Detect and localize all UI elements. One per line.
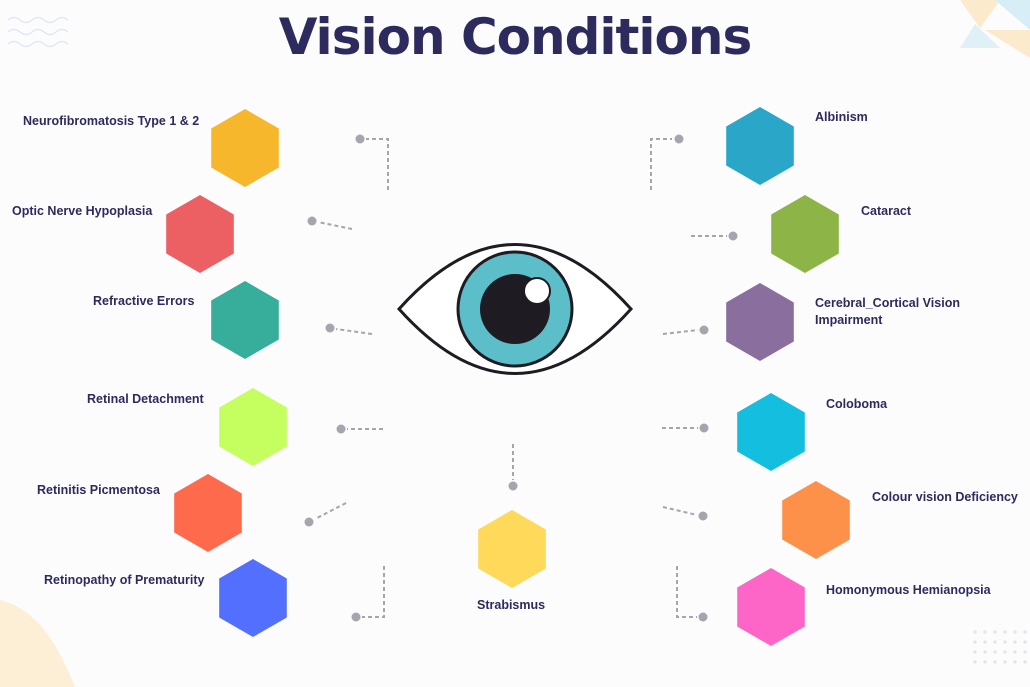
decor-dot [983, 630, 987, 634]
decor-dot [993, 640, 997, 644]
decor-dot [1023, 630, 1027, 634]
decor-dot [983, 650, 987, 654]
hex-retinitis-picmentosa [174, 474, 242, 552]
label-colour-vision-deficiency: Colour vision Deficiency [872, 490, 1018, 504]
decor-dot [1023, 660, 1027, 664]
eye-highlight [523, 277, 551, 305]
connector-line [317, 221, 353, 230]
decor-dot [1003, 660, 1007, 664]
connector-line [366, 138, 389, 190]
connector-dot [699, 423, 709, 433]
decor-dot [1013, 660, 1017, 664]
decor-dots [973, 630, 1027, 664]
decor-dot [1013, 650, 1017, 654]
label-retinopathy-of-prematurity: Retinopathy of Prematurity [44, 573, 205, 587]
connector-dot [698, 612, 708, 622]
label-albinism: Albinism [815, 110, 868, 124]
connector-dot [304, 517, 314, 527]
decor-dot [993, 650, 997, 654]
connector-line [362, 566, 385, 618]
decor-dot [973, 640, 977, 644]
hex-strabismus [478, 510, 546, 588]
connector-line [335, 328, 373, 335]
hex-cataract [771, 195, 839, 273]
label-strabismus: Strabismus [477, 598, 546, 612]
decor-dot [993, 660, 997, 664]
hex-homonymous-hemianopsia [737, 568, 805, 646]
decor-dot [983, 660, 987, 664]
connector-dot [698, 511, 708, 521]
hex-neurofibromatosis [211, 109, 279, 187]
label-homonymous-hemianopsia: Homonymous Hemianopsia [826, 583, 991, 597]
hex-retinopathy-of-prematurity [219, 559, 287, 637]
eye-icon [396, 243, 634, 375]
decor-dot [1023, 650, 1027, 654]
decor-dot [973, 650, 977, 654]
connector-dot [674, 134, 684, 144]
label-optic-nerve-hypoplasia: Optic Nerve Hypoplasia [12, 204, 153, 218]
connector-dot [699, 325, 709, 335]
decor-blob [0, 600, 75, 687]
label-cerebral-cortical-vision-impairment: Cerebral_Cortical Vision Impairment [815, 296, 960, 327]
decor-triangles [960, 0, 1030, 58]
hex-refractive-errors [211, 281, 279, 359]
connector-line [314, 502, 347, 520]
decor-dot [973, 660, 977, 664]
page-title: Vision Conditions [278, 8, 753, 66]
connector-dot [728, 231, 738, 241]
decor-dot [1013, 630, 1017, 634]
label-retinitis-picmentosa: Retinitis Picmentosa [37, 483, 160, 497]
label-refractive-errors: Refractive Errors [93, 294, 195, 308]
decor-dot [993, 630, 997, 634]
decor-dot [1023, 640, 1027, 644]
decor-dot [983, 640, 987, 644]
label-neurofibromatosis: Neurofibromatosis Type 1 & 2 [23, 114, 200, 128]
decor-waves [7, 16, 69, 48]
connector-lines [304, 134, 738, 622]
connector-line [662, 329, 699, 335]
connector-line [662, 506, 698, 516]
connector-dot [355, 134, 365, 144]
label-cataract: Cataract [861, 204, 912, 218]
hex-colour-vision-deficiency [782, 481, 850, 559]
connector-dot [508, 481, 518, 491]
connector-dot [307, 216, 317, 226]
hex-optic-nerve-hypoplasia [166, 195, 234, 273]
decor-dot [973, 630, 977, 634]
decor-dot [1003, 630, 1007, 634]
label-retinal-detachment: Retinal Detachment [87, 392, 204, 406]
connector-dot [325, 323, 335, 333]
connector-dot [351, 612, 361, 622]
decor-dot [1003, 640, 1007, 644]
label-coloboma: Coloboma [826, 397, 888, 411]
connector-line [650, 138, 672, 190]
decor-dot [1003, 650, 1007, 654]
connector-dot [336, 424, 346, 434]
hex-coloboma [737, 393, 805, 471]
connector-line [676, 566, 697, 618]
hex-albinism [726, 107, 794, 185]
condition-hexagons [166, 107, 850, 646]
hex-cerebral-cortical-vision-impairment [726, 283, 794, 361]
decor-dot [1013, 640, 1017, 644]
hex-retinal-detachment [219, 388, 287, 466]
